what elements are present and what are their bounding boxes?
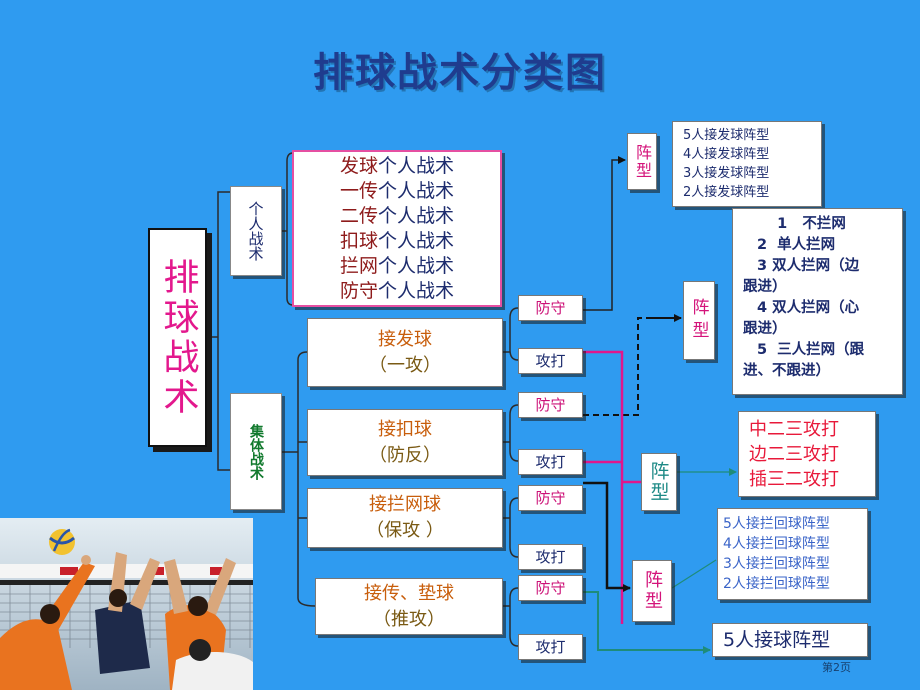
skill-suffix: 个人战术 — [378, 254, 455, 277]
mode-defense: 防守 — [518, 575, 583, 601]
collective-item-sub: （一攻） — [369, 354, 441, 376]
collective-tactics-box: 集体战术 — [230, 393, 282, 510]
skill-suffix: 个人战术 — [378, 204, 455, 227]
root-box: 排球战术 — [148, 228, 207, 447]
collective-tactics-label: 集体战术 — [248, 423, 264, 480]
brace-collective — [282, 351, 316, 607]
brace-mode-4 — [503, 587, 519, 647]
mode-attack: 攻打 — [518, 634, 583, 660]
list-item-continued: 跟进） — [743, 279, 787, 295]
formation-label: 阵型 — [647, 461, 670, 503]
formation-label: 阵型 — [688, 297, 709, 344]
mode-attack: 攻打 — [518, 544, 583, 570]
list-item: 2人接发球阵型 — [683, 185, 770, 200]
skill-label: 扣球 — [339, 229, 378, 252]
individual-tactics-list: 发球个人战术 一传个人战术 二传个人战术 扣球个人战术 拦网个人战术 防守个人战… — [292, 150, 502, 307]
individual-tactics-label: 个人战术 — [246, 201, 265, 261]
player-left — [0, 555, 95, 690]
list-item: 边二三攻打 — [749, 443, 839, 465]
collective-item-block-cover: 接拦网球 （保攻 ） — [307, 488, 503, 548]
skill-suffix: 个人战术 — [378, 179, 455, 202]
block-cover-formation-list: 5人接拦回球阵型 4人接拦回球阵型 3人接拦回球阵型 2人接拦回球阵型 — [717, 508, 868, 600]
list-item: 5人接发球阵型 — [683, 128, 770, 143]
skill-label: 防守 — [339, 279, 378, 302]
brace-mode-2 — [503, 404, 519, 462]
list-item: 1 不拦网 — [777, 216, 846, 232]
collective-item-serve-receive: 接发球 （一攻） — [307, 318, 503, 387]
player-front — [172, 639, 253, 690]
skill-label: 拦网 — [339, 254, 378, 277]
mode-defense: 防守 — [518, 485, 583, 511]
collective-item-spike-receive: 接扣球 （防反） — [307, 409, 503, 476]
mode-defense: 防守 — [518, 295, 583, 321]
player-center — [95, 552, 160, 674]
brace-mode-1 — [503, 307, 519, 361]
list-item: 3人接拦回球阵型 — [723, 556, 830, 572]
formation-label: 阵型 — [633, 143, 652, 180]
page-number: 第2页 — [822, 661, 851, 674]
serve-receive-formation-list: 5人接发球阵型 4人接发球阵型 3人接发球阵型 2人接发球阵型 — [672, 121, 822, 207]
list-item: 3 双人拦网（边 — [757, 258, 860, 274]
list-item: 2 单人拦网 — [757, 237, 836, 253]
list-item: 扣球个人战术 — [340, 229, 454, 254]
formation-box-serve: 阵型 — [627, 133, 657, 190]
list-item: 二传个人战术 — [340, 204, 454, 229]
block-formation-list: 1 不拦网 2 单人拦网 3 双人拦网（边 跟进） 4 双人拦网（心 跟进） 5… — [732, 208, 903, 395]
mode-attack: 攻打 — [518, 348, 583, 374]
collective-item-sub: （保攻 ） — [366, 520, 444, 541]
list-item: 拦网个人战术 — [340, 254, 454, 279]
list-item: 5 三人拦网（跟 — [757, 342, 865, 358]
individual-tactics-box: 个人战术 — [230, 186, 282, 276]
list-item-continued: 跟进） — [743, 321, 787, 337]
slide-title: 排球战术分类图 — [313, 50, 607, 96]
brace-root — [207, 191, 230, 471]
list-item: 4人接拦回球阵型 — [723, 536, 830, 552]
list-item: 中二三攻打 — [749, 418, 839, 440]
list-item: 防守个人战术 — [340, 279, 454, 304]
net-band — [0, 580, 253, 585]
collective-item-sub: （防反） — [369, 444, 441, 466]
link-defense1-formation — [583, 156, 626, 311]
formation-box-cover: 阵型 — [632, 560, 672, 622]
link-cover-black — [583, 481, 631, 592]
collective-item-name: 接拦网球 — [369, 494, 441, 515]
collective-item-free-ball: 接传、垫球 （推攻） — [315, 578, 503, 635]
list-item: 4 双人拦网（心 — [757, 300, 860, 316]
mode-attack: 攻打 — [518, 449, 583, 475]
list-item: 插三二攻打 — [749, 468, 839, 490]
ball-icon — [49, 528, 75, 555]
skill-label: 发球 — [339, 154, 378, 177]
collective-item-name: 接发球 — [378, 328, 432, 350]
skill-suffix: 个人战术 — [378, 229, 455, 252]
skill-suffix: 个人战术 — [378, 279, 455, 302]
list-item: 2人接拦回球阵型 — [723, 576, 830, 592]
list-item: 一传个人战术 — [340, 179, 454, 204]
skill-label: 一传 — [339, 179, 378, 202]
formation-box-block: 阵型 — [683, 281, 715, 360]
collective-item-name: 接传、垫球 — [364, 582, 454, 604]
list-item-continued: 进、不跟进） — [743, 363, 830, 379]
list-item: 3人接发球阵型 — [683, 166, 770, 181]
skill-suffix: 个人战术 — [378, 154, 455, 177]
link-defense2-dashed — [583, 317, 652, 416]
formation-box-attack: 阵型 — [641, 453, 677, 511]
attack-pattern-list: 中二三攻打 边二三攻打 插三二攻打 — [738, 411, 876, 497]
list-item: 发球个人战术 — [340, 154, 454, 179]
list-item: 5人接拦回球阵型 — [723, 516, 830, 532]
receive-formation-box: 5人接球阵型 — [712, 623, 868, 657]
collective-item-sub: （推攻） — [373, 608, 445, 630]
formation-label: 阵型 — [642, 570, 663, 612]
volleyball-photo — [0, 518, 253, 690]
link-cover-list — [671, 559, 717, 589]
root-label: 排球战术 — [157, 257, 199, 418]
brace-mode-3 — [503, 497, 519, 558]
collective-item-name: 接扣球 — [378, 418, 432, 440]
mode-defense: 防守 — [518, 392, 583, 418]
skill-label: 二传 — [339, 204, 378, 227]
list-item: 4人接发球阵型 — [683, 147, 770, 162]
